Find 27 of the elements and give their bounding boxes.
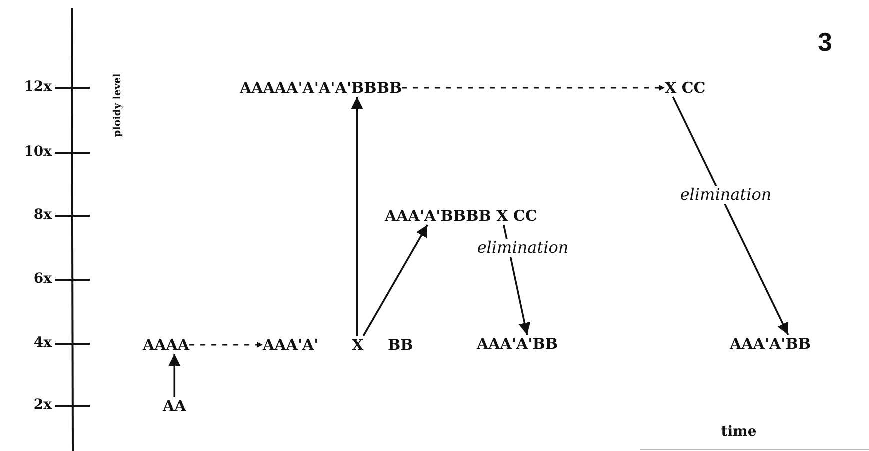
tick-label: 2x [34, 398, 52, 414]
formula-text: AAA'A'BB [730, 335, 812, 353]
figure-number: 3 [818, 28, 832, 56]
arrow [672, 96, 790, 336]
edge-label: elimination [679, 186, 773, 204]
tick-label: 10x [24, 145, 52, 161]
formula-text: BB [388, 336, 414, 354]
dashed-arrow [190, 342, 263, 348]
formula-text: X [352, 336, 364, 354]
axis-title: ploidy level [112, 73, 124, 137]
dashed-arrow [402, 85, 665, 91]
tick-label: 6x [34, 272, 52, 288]
arrow [362, 224, 428, 336]
formula-text: AAA'A' [263, 336, 319, 354]
formula-text: X CC [665, 79, 706, 97]
arrow [168, 354, 181, 397]
tick-label: 8x [34, 208, 52, 224]
arrow [351, 97, 364, 336]
tick-label: 12x [24, 80, 52, 96]
formula-text: AA [163, 397, 186, 415]
formula-text: AAAA [143, 336, 190, 354]
formula-text: AAAAA'A'A'A'BBBB [240, 79, 402, 97]
tick-label: 4x [34, 336, 52, 352]
formula-text: AAA'A'BB [477, 335, 558, 353]
edge-label: elimination [476, 239, 570, 257]
formula-text: AAA'A'BBBB X CC [385, 207, 538, 225]
axis-title: time [721, 425, 757, 441]
